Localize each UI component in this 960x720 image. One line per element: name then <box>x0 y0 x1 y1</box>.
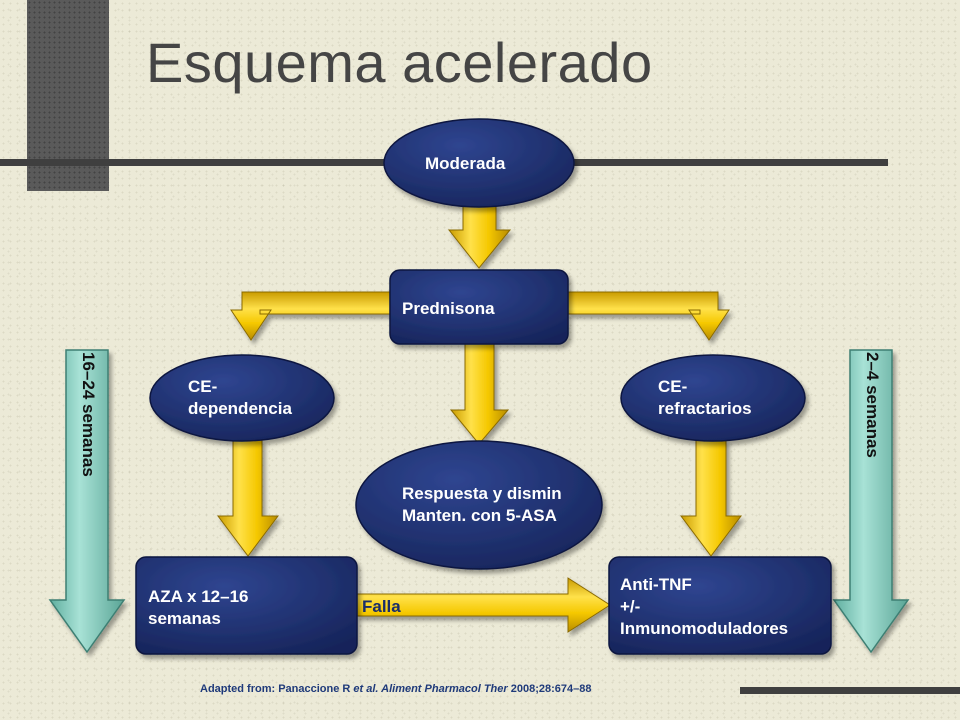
node-aza-line1: AZA x 12–16 <box>148 587 249 606</box>
node-respuesta-line1: Respuesta y dismin <box>402 484 562 503</box>
node-moderada-shape <box>383 118 575 208</box>
arrow-prednisona-to-ce-dependencia <box>230 291 391 341</box>
left-duration-label: 16–24 semanas <box>79 352 98 477</box>
node-antitnf-line1: Anti-TNF <box>620 575 692 594</box>
node-ce-refractarios-line1: CE- <box>658 377 688 396</box>
arrow-prednisona-to-respuesta <box>449 343 510 445</box>
citation-suffix: 2008;28:674–88 <box>510 683 592 695</box>
node-moderada-label: Moderada <box>425 154 506 173</box>
right-duration-label: 2–4 semanas <box>863 352 882 458</box>
citation: Adapted from: Panaccione R et al. Alimen… <box>200 683 591 695</box>
node-ce-dependencia-shape <box>149 354 335 442</box>
node-antitnf-shape <box>608 556 832 655</box>
edge-falla-label: Falla <box>362 597 401 616</box>
decorative-bottom-divider <box>740 687 960 694</box>
node-respuesta-shape <box>355 440 603 570</box>
node-aza-label: AZA x 12–16 semanas <box>148 586 248 630</box>
node-aza-line2: semanas <box>148 609 221 628</box>
node-aza-shape <box>135 556 358 655</box>
node-prednisona-label: Prednisona <box>402 299 495 318</box>
node-prednisona-shape <box>389 269 569 345</box>
node-respuesta-line2: Manten. con 5-ASA <box>402 506 557 525</box>
node-antitnf-line3: Inmunomoduladores <box>620 619 789 638</box>
arrow-ce-dependencia-to-aza <box>217 439 279 557</box>
node-ce-dependencia-line1: CE- <box>188 377 218 396</box>
arrow-ce-refractarios-to-antitnf <box>680 439 742 557</box>
left-duration-arrow <box>48 349 126 654</box>
node-antitnf-label: Anti-TNF +/- Inmunomoduladores <box>620 574 788 640</box>
citation-journal: et al. Aliment Pharmacol Ther <box>353 683 511 695</box>
arrow-aza-to-antitnf <box>356 577 611 633</box>
node-ce-dependencia-label: CE- dependencia <box>188 376 292 420</box>
citation-prefix: Adapted from: Panaccione R <box>200 683 354 695</box>
slide-title: Esquema acelerado <box>146 31 653 94</box>
node-respuesta-label: Respuesta y dismin Manten. con 5-ASA <box>402 483 600 527</box>
arrow-prednisona-to-ce-refractarios <box>567 291 730 341</box>
arrow-moderada-to-prednisona <box>447 204 512 269</box>
node-ce-refractarios-shape <box>620 354 806 442</box>
node-ce-refractarios-line2: refractarios <box>658 399 752 418</box>
node-ce-refractarios-label: CE- refractarios <box>658 376 752 420</box>
right-duration-arrow <box>832 349 910 654</box>
node-antitnf-line2: +/- <box>620 597 641 616</box>
node-ce-dependencia-line2: dependencia <box>188 399 292 418</box>
